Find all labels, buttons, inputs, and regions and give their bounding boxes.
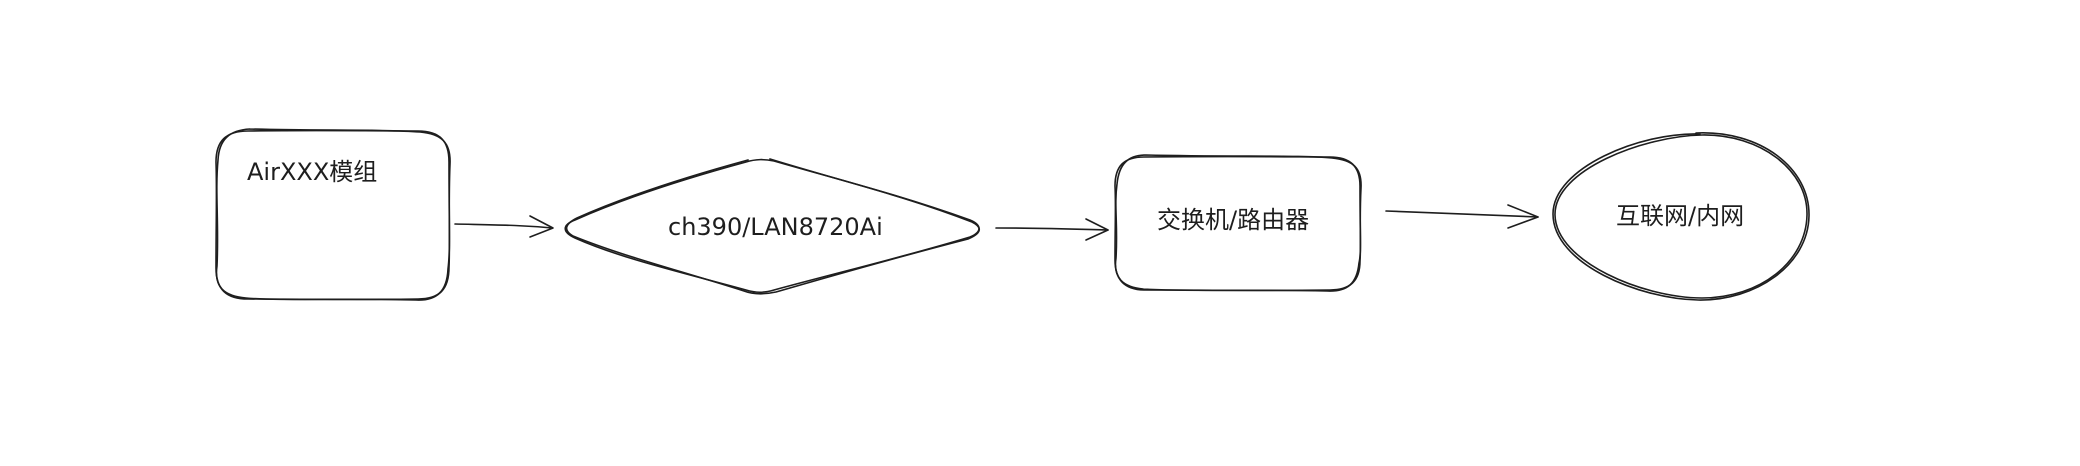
arrow-chip-to-switch: [995, 218, 1109, 241]
module-node[interactable]: AirXXX模组: [215, 128, 451, 301]
switch-label: 交换机/路由器: [1157, 206, 1309, 234]
internet-node[interactable]: 互联网/内网: [1552, 132, 1810, 301]
arrow-module-to-chip: [454, 215, 554, 238]
arrow-switch-to-internet: [1385, 204, 1539, 229]
switch-node[interactable]: 交换机/路由器: [1114, 154, 1362, 292]
module-label: AirXXX模组: [247, 158, 377, 186]
chip-label: ch390/LAN8720Ai: [668, 213, 883, 241]
chip-node[interactable]: ch390/LAN8720Ai: [564, 158, 980, 295]
internet-label: 互联网/内网: [1616, 202, 1744, 230]
